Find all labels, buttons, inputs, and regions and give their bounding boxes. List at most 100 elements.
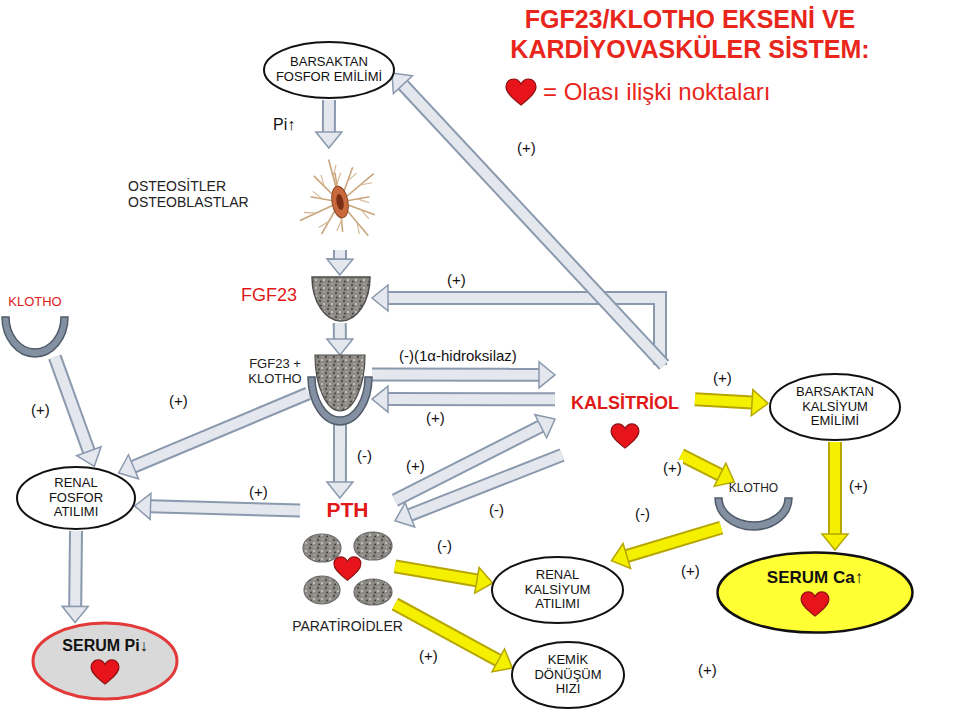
effect-label: (+) xyxy=(425,410,446,427)
arrow-outline xyxy=(681,455,720,475)
effect-label: (+) xyxy=(30,402,51,419)
node-text: BARSAKTAN KALSİYUM EMİLİMİ xyxy=(791,385,879,430)
arrow-head xyxy=(119,455,139,479)
arrow-head xyxy=(612,544,631,569)
arrow-head xyxy=(395,503,415,527)
arrow-head xyxy=(327,259,353,275)
effect-arrow xyxy=(327,323,353,355)
node-text: KLOTHO xyxy=(0,295,70,310)
parathyroid-gland xyxy=(304,576,340,604)
arrow-body xyxy=(681,455,720,475)
node-shape xyxy=(30,620,180,702)
effect-arrow xyxy=(316,100,342,148)
arrow-head xyxy=(327,482,353,498)
arrow-outline xyxy=(322,100,336,132)
parathyroid-glands: PTHPARATİROİDLER xyxy=(300,498,395,612)
arrow-body xyxy=(410,455,562,515)
dendrite-line xyxy=(348,173,357,181)
arrow-body xyxy=(335,425,345,482)
arrow-outline xyxy=(388,392,555,406)
ellipse-outline xyxy=(512,642,624,708)
arrow-body xyxy=(395,604,498,660)
calcium-arrow xyxy=(695,390,768,416)
node-text: RENAL KALSİYUM ATILIMI xyxy=(510,568,605,613)
arrow-outline xyxy=(695,399,752,402)
heart-icon xyxy=(90,659,120,685)
process-ellipse: RENAL FOSFOR ATILIMI xyxy=(15,465,137,531)
effect-arrow xyxy=(135,493,300,519)
arrow-head xyxy=(135,493,151,519)
effect-label: (+) xyxy=(248,484,269,501)
effect-arrow xyxy=(55,357,101,466)
klotho-receptor: KLOTHO xyxy=(2,317,68,357)
heart-shape xyxy=(611,424,639,448)
arrow-head xyxy=(492,649,512,672)
node-text: KEMİK DÖNÜŞÜM HIZI xyxy=(524,653,612,698)
calcium-arrow xyxy=(612,528,722,569)
arrow-body xyxy=(151,506,300,510)
arrow-body xyxy=(388,394,555,404)
node-shape xyxy=(308,355,372,425)
dendrite-line xyxy=(333,165,336,177)
dendrite-line xyxy=(357,222,359,234)
fgf23-molecule: FGF23 xyxy=(310,275,372,323)
node-text: RENAL FOSFOR ATILIMI xyxy=(26,476,126,521)
cell-nucleus xyxy=(335,194,345,211)
effect-arrow xyxy=(372,285,660,365)
arrow-body xyxy=(627,528,721,556)
arrow-head xyxy=(77,447,101,466)
node-text-group: SERUM Ca↑ xyxy=(767,568,863,617)
arrow-outline xyxy=(68,531,83,606)
parathyroid-gland xyxy=(303,534,341,562)
heart-symbol xyxy=(610,423,640,449)
fgf23-klotho-complex: FGF23 + KLOTHO xyxy=(308,355,372,425)
node-text: PARATİROİDLER xyxy=(270,618,425,634)
klotho-receptor: KLOTHO xyxy=(715,482,792,530)
node-text: FGF23 xyxy=(215,285,297,306)
arrow-outline xyxy=(55,357,89,451)
heart-shape xyxy=(91,660,119,684)
effect-label: (-) xyxy=(488,502,505,519)
effect-label: (-)(1α-hidroksilaz) xyxy=(398,348,518,365)
arrow-outline xyxy=(333,250,347,259)
heart-icon xyxy=(800,591,830,617)
klotho-cup xyxy=(715,498,792,530)
ellipse-outline xyxy=(770,374,900,440)
effect-arrow xyxy=(119,394,308,479)
effect-label: (+) xyxy=(848,478,869,495)
effect-label: (+) xyxy=(516,140,537,157)
heart-shape xyxy=(801,592,829,616)
arrow-body xyxy=(695,399,752,402)
node-shape xyxy=(2,317,68,357)
arrow-outline xyxy=(410,455,562,515)
effect-arrow xyxy=(392,73,664,365)
arrow-outline xyxy=(828,442,842,534)
arrow-outline xyxy=(403,85,664,365)
result-ellipse: SERUM Pi↓ xyxy=(30,620,180,702)
effect-label: (+) xyxy=(680,563,701,580)
process-ellipse: BARSAKTAN KALSİYUM EMİLİMİ xyxy=(768,372,902,442)
ellipse-outline xyxy=(718,553,913,633)
effect-label: (+) xyxy=(168,393,189,410)
dendrite-line xyxy=(358,199,369,203)
arrow-head xyxy=(372,386,388,412)
node-text: SERUM Pi↓ xyxy=(62,637,147,655)
node-text-group: SERUM Pi↓ xyxy=(62,637,147,684)
node-text: SERUM Ca↑ xyxy=(767,568,863,588)
effect-label: (+) xyxy=(662,460,683,477)
heart-symbol xyxy=(800,591,830,617)
calcium-arrow xyxy=(681,455,734,486)
node-text: OSTEOSİTLER OSTEOBLASTLAR xyxy=(128,178,278,210)
arrow-head xyxy=(316,132,342,148)
dendrite-line xyxy=(360,183,372,185)
arrow-body xyxy=(335,323,345,339)
arrow-outline xyxy=(333,323,347,339)
dendrite-line xyxy=(319,221,329,227)
effect-label: (+) xyxy=(446,272,467,289)
arrow-head xyxy=(751,390,768,416)
fgf23-shape xyxy=(315,355,365,411)
arrow-outline xyxy=(372,368,539,382)
node-text-group: BARSAKTAN KALSİYUM EMİLİMİ xyxy=(791,385,879,430)
legend-text: = Olası ilişki noktaları xyxy=(543,79,770,105)
arrow-body xyxy=(70,531,81,606)
